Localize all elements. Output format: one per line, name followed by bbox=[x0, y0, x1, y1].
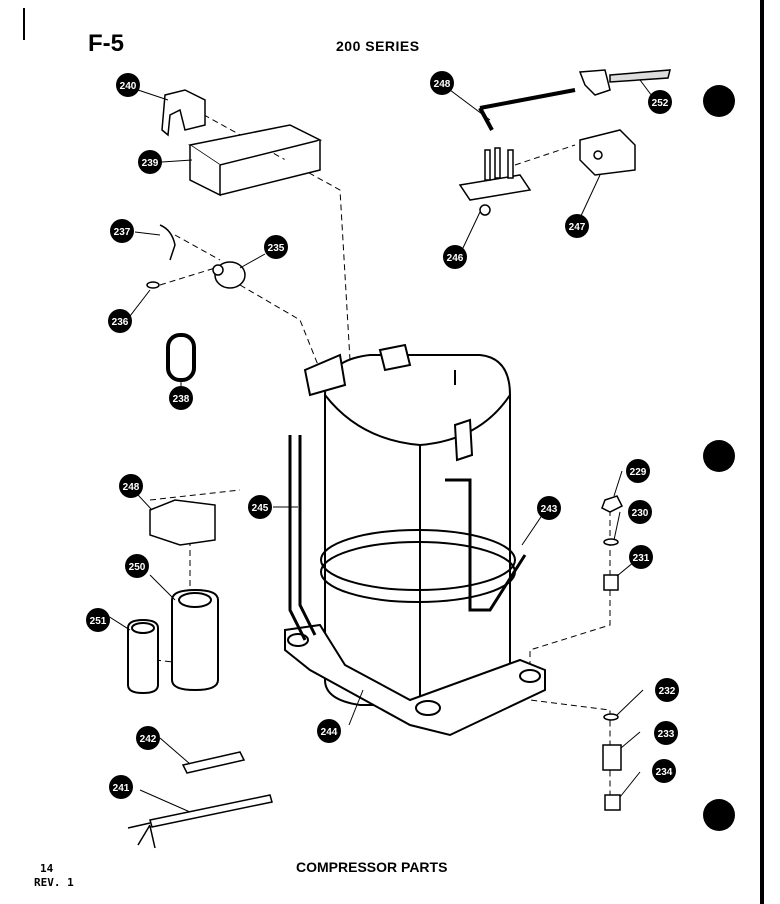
compressor-top-lugs bbox=[303, 343, 474, 462]
part-233-spring bbox=[602, 744, 622, 771]
part-248-tube bbox=[479, 88, 576, 110]
svg-text:232: 232 bbox=[659, 686, 676, 697]
callout-250: 250 bbox=[125, 554, 149, 578]
svg-text:234: 234 bbox=[656, 767, 673, 778]
part-231-spacer bbox=[603, 574, 619, 591]
punch-hole bbox=[703, 440, 735, 472]
callout-244: 244 bbox=[317, 719, 341, 743]
callout-231: 231 bbox=[629, 545, 653, 569]
page-number: 14 bbox=[40, 862, 54, 875]
part-234-bolt bbox=[604, 794, 621, 811]
callout-230: 230 bbox=[628, 500, 652, 524]
callout-242: 242 bbox=[136, 726, 160, 750]
series-title: 200 SERIES bbox=[336, 38, 420, 54]
callout-241: 241 bbox=[109, 775, 133, 799]
svg-text:235: 235 bbox=[268, 243, 285, 254]
svg-text:248: 248 bbox=[434, 79, 451, 90]
svg-text:252: 252 bbox=[652, 98, 669, 109]
part-229-nut bbox=[601, 495, 624, 513]
svg-text:241: 241 bbox=[113, 783, 130, 794]
svg-text:245: 245 bbox=[252, 503, 269, 514]
svg-text:240: 240 bbox=[120, 81, 137, 92]
part-252-tag bbox=[578, 69, 671, 96]
part-250-capacitor bbox=[171, 588, 219, 692]
part-247-relay bbox=[579, 129, 636, 176]
part-241-harness bbox=[127, 794, 273, 849]
part-237-wire bbox=[159, 224, 176, 261]
mounting-hardware bbox=[601, 495, 624, 811]
punch-hole bbox=[703, 799, 735, 831]
part-232-washer bbox=[603, 713, 619, 721]
callout-249: 248 bbox=[119, 474, 143, 498]
punch-hole bbox=[703, 85, 735, 117]
tubing bbox=[288, 435, 527, 641]
part-246-valve bbox=[458, 147, 532, 216]
callout-237: 237 bbox=[110, 219, 134, 243]
part-249-bracket bbox=[149, 499, 216, 546]
callout-246: 246 bbox=[443, 245, 467, 269]
part-235-overload bbox=[212, 261, 246, 289]
diagram-caption: COMPRESSOR PARTS bbox=[296, 859, 448, 875]
callout-235: 235 bbox=[264, 235, 288, 259]
svg-text:231: 231 bbox=[633, 553, 650, 564]
callout-247: 247 bbox=[565, 214, 589, 238]
callout-251: 251 bbox=[86, 608, 110, 632]
svg-text:236: 236 bbox=[112, 317, 129, 328]
revision-label: REV. 1 bbox=[34, 876, 74, 889]
svg-text:247: 247 bbox=[569, 222, 586, 233]
compressor-body bbox=[320, 354, 516, 706]
svg-text:243: 243 bbox=[541, 504, 558, 515]
callout-245: 245 bbox=[248, 495, 272, 519]
svg-text:242: 242 bbox=[140, 734, 157, 745]
svg-text:244: 244 bbox=[321, 727, 338, 738]
part-242-strip bbox=[181, 751, 246, 774]
callout-248-top: 248 bbox=[430, 71, 454, 95]
svg-text:246: 246 bbox=[447, 253, 464, 264]
part-236-screw bbox=[146, 281, 160, 289]
svg-text:250: 250 bbox=[129, 562, 146, 573]
callout-232: 232 bbox=[655, 678, 679, 702]
svg-text:239: 239 bbox=[142, 158, 159, 169]
callout-234: 234 bbox=[652, 759, 676, 783]
part-239-cover bbox=[188, 124, 323, 197]
svg-text:237: 237 bbox=[114, 227, 131, 238]
part-251-capacitor bbox=[127, 618, 159, 695]
callout-229: 229 bbox=[626, 459, 650, 483]
svg-text:233: 233 bbox=[658, 729, 675, 740]
callout-243: 243 bbox=[537, 496, 561, 520]
callout-badges: 240 252 248 239 247 237 235 236 246 238 … bbox=[86, 71, 679, 799]
callout-233: 233 bbox=[654, 721, 678, 745]
base-plate bbox=[284, 623, 546, 737]
svg-text:248: 248 bbox=[123, 482, 140, 493]
callout-238: 238 bbox=[169, 386, 193, 410]
part-240-bracket bbox=[161, 89, 206, 137]
svg-text:229: 229 bbox=[630, 467, 647, 478]
part-230-washer bbox=[603, 538, 619, 546]
callout-240: 240 bbox=[116, 73, 140, 97]
svg-text:251: 251 bbox=[90, 616, 107, 627]
figure-code: F-5 bbox=[88, 30, 124, 57]
callout-239: 239 bbox=[138, 150, 162, 174]
callout-252: 252 bbox=[648, 90, 672, 114]
svg-text:238: 238 bbox=[173, 394, 190, 405]
svg-text:230: 230 bbox=[632, 508, 649, 519]
callout-236: 236 bbox=[108, 309, 132, 333]
part-238-grommet bbox=[166, 333, 196, 382]
